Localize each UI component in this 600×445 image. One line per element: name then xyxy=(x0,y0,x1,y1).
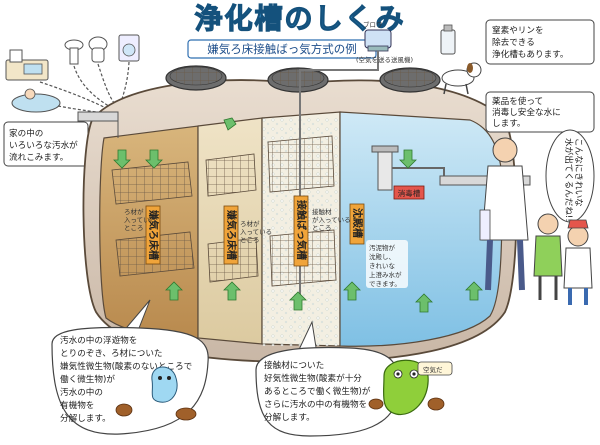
svg-text:家の中の: 家の中の xyxy=(9,127,43,139)
svg-text:します。: します。 xyxy=(492,118,526,129)
svg-text:ところ: ところ xyxy=(240,236,260,244)
svg-text:ろ材が: ろ材が xyxy=(124,207,144,216)
blower-label: ブロワ xyxy=(363,20,383,29)
tank-label-disinfection: 消毒槽 xyxy=(393,185,425,200)
svg-text:消毒槽: 消毒槽 xyxy=(398,188,421,198)
tank-label-anaerobic-1: 嫌気ろ床槽 xyxy=(145,205,161,265)
outlet-pipe xyxy=(439,175,531,186)
tank-label-anaerobic-2: 嫌気ろ床槽 xyxy=(223,205,239,265)
svg-text:流れこみます。: 流れこみます。 xyxy=(9,151,68,163)
svg-text:嫌気ろ床槽: 嫌気ろ床槽 xyxy=(225,209,238,260)
svg-text:浄化槽もあります。: 浄化槽もあります。 xyxy=(492,48,568,60)
svg-text:こんなにきれいな: こんなにきれいな xyxy=(573,138,584,207)
svg-text:ところ: ところ xyxy=(312,224,332,232)
air-label-tag: 空気だ xyxy=(417,361,453,376)
child-speech-bubble: こんなにきれいな 水が出てくるんだね!! xyxy=(545,129,595,223)
svg-text:いろいろな汚水が: いろいろな汚水が xyxy=(9,139,78,151)
scientist-illustration xyxy=(479,137,529,291)
svg-text:分解します。: 分解します。 xyxy=(264,411,315,423)
svg-text:が入っている: が入っている xyxy=(312,215,351,224)
svg-text:嫌気ろ床槽: 嫌気ろ床槽 xyxy=(147,209,160,260)
contact-media-note: 接触材 が入っている ところ xyxy=(312,207,351,232)
microbe-characters-right xyxy=(368,359,445,416)
svg-text:空気だ: 空気だ xyxy=(423,365,443,374)
tank-label-settling: 沈殿槽 xyxy=(349,203,365,245)
anaerobic-explanation-bubble: 汚水の中の浮遊物を とりのぞき、ろ材についた 嫌気性微生物(酸素のないところで … xyxy=(51,326,209,435)
svg-text:接触ばっ気槽: 接触ばっ気槽 xyxy=(295,200,308,260)
svg-text:きれいな: きれいな xyxy=(369,262,396,270)
svg-text:窒素やリンを: 窒素やリンを xyxy=(492,24,544,36)
aerobic-explanation-bubble: 接触材についた 好気性微生物(酸素が十分 あるところで働く微生物)が さらに汚水… xyxy=(255,346,400,437)
svg-text:嫌気性微生物(酸素のないところで: 嫌気性微生物(酸素のないところで xyxy=(60,360,192,372)
settling-note: 汚泥物が 沈殿し、 きれいな 上澄み水が できます。 xyxy=(366,240,408,288)
media-note-2: ろ材が 入っている ところ xyxy=(240,219,272,244)
svg-text:薬品を使って: 薬品を使って xyxy=(492,95,543,107)
svg-text:あるところで働く微生物)が: あるところで働く微生物)が xyxy=(264,385,371,397)
inlet-pipe xyxy=(77,111,119,138)
svg-text:できます。: できます。 xyxy=(369,280,401,288)
dog-illustration xyxy=(441,62,482,95)
svg-text:接触材: 接触材 xyxy=(312,207,332,216)
household-appliances xyxy=(5,34,140,113)
svg-text:汚水の中の: 汚水の中の xyxy=(60,386,103,398)
subtitle: 嫌気ろ床接触ばっ気方式の例 xyxy=(207,42,357,56)
svg-text:除去できる: 除去できる xyxy=(492,36,535,48)
flow-arrows xyxy=(113,117,483,313)
svg-text:さらに汚水の中の有機物を: さらに汚水の中の有機物を xyxy=(264,398,367,410)
disinfection-note: 薬品を使って 消毒し安全な水に します。 xyxy=(485,91,595,133)
children-illustration xyxy=(533,213,593,305)
svg-text:上澄み水が: 上澄み水が xyxy=(369,270,402,279)
household-note: 家の中の いろいろな汚水が 流れこみます。 xyxy=(3,121,89,167)
svg-text:水が出てくるんだね!!: 水が出てくるんだね!! xyxy=(563,138,575,222)
svg-text:接触材についた: 接触材についた xyxy=(264,359,324,371)
svg-text:消毒し安全な水に: 消毒し安全な水に xyxy=(492,106,561,118)
svg-text:とりのぞき、ろ材についた: とりのぞき、ろ材についた xyxy=(60,347,163,359)
nitrogen-removal-note: 窒素やリンを 除去できる 浄化槽もあります。 xyxy=(485,19,595,65)
media-note-1: ろ材が 入っている ところ xyxy=(124,207,156,232)
svg-text:入っている: 入っている xyxy=(124,216,156,224)
svg-text:好気性微生物(酸素が十分: 好気性微生物(酸素が十分 xyxy=(264,372,362,384)
svg-text:汚泥物が: 汚泥物が xyxy=(369,243,396,252)
microbe-characters-left xyxy=(115,366,197,421)
svg-text:働く微生物)が: 働く微生物)が xyxy=(60,373,115,385)
page-title: 浄化槽のしくみ xyxy=(194,2,405,35)
svg-text:汚水の中の浮遊物を: 汚水の中の浮遊物を xyxy=(60,334,137,346)
manhole-covers xyxy=(165,65,441,93)
svg-text:入っている: 入っている xyxy=(240,228,272,236)
svg-text:沈殿し、: 沈殿し、 xyxy=(369,252,395,261)
tank-label-contact-aeration: 接触ばっ気槽 xyxy=(293,195,309,267)
svg-text:沈殿槽: 沈殿槽 xyxy=(351,208,364,238)
chemical-bottle xyxy=(440,24,456,55)
blower-caption: (空気を送る送風機) xyxy=(356,55,413,64)
svg-text:ところ: ところ xyxy=(124,224,144,232)
svg-text:有機物を: 有機物を xyxy=(60,399,94,411)
svg-text:分解します。: 分解します。 xyxy=(60,412,111,424)
svg-text:ろ材が: ろ材が xyxy=(240,219,260,228)
